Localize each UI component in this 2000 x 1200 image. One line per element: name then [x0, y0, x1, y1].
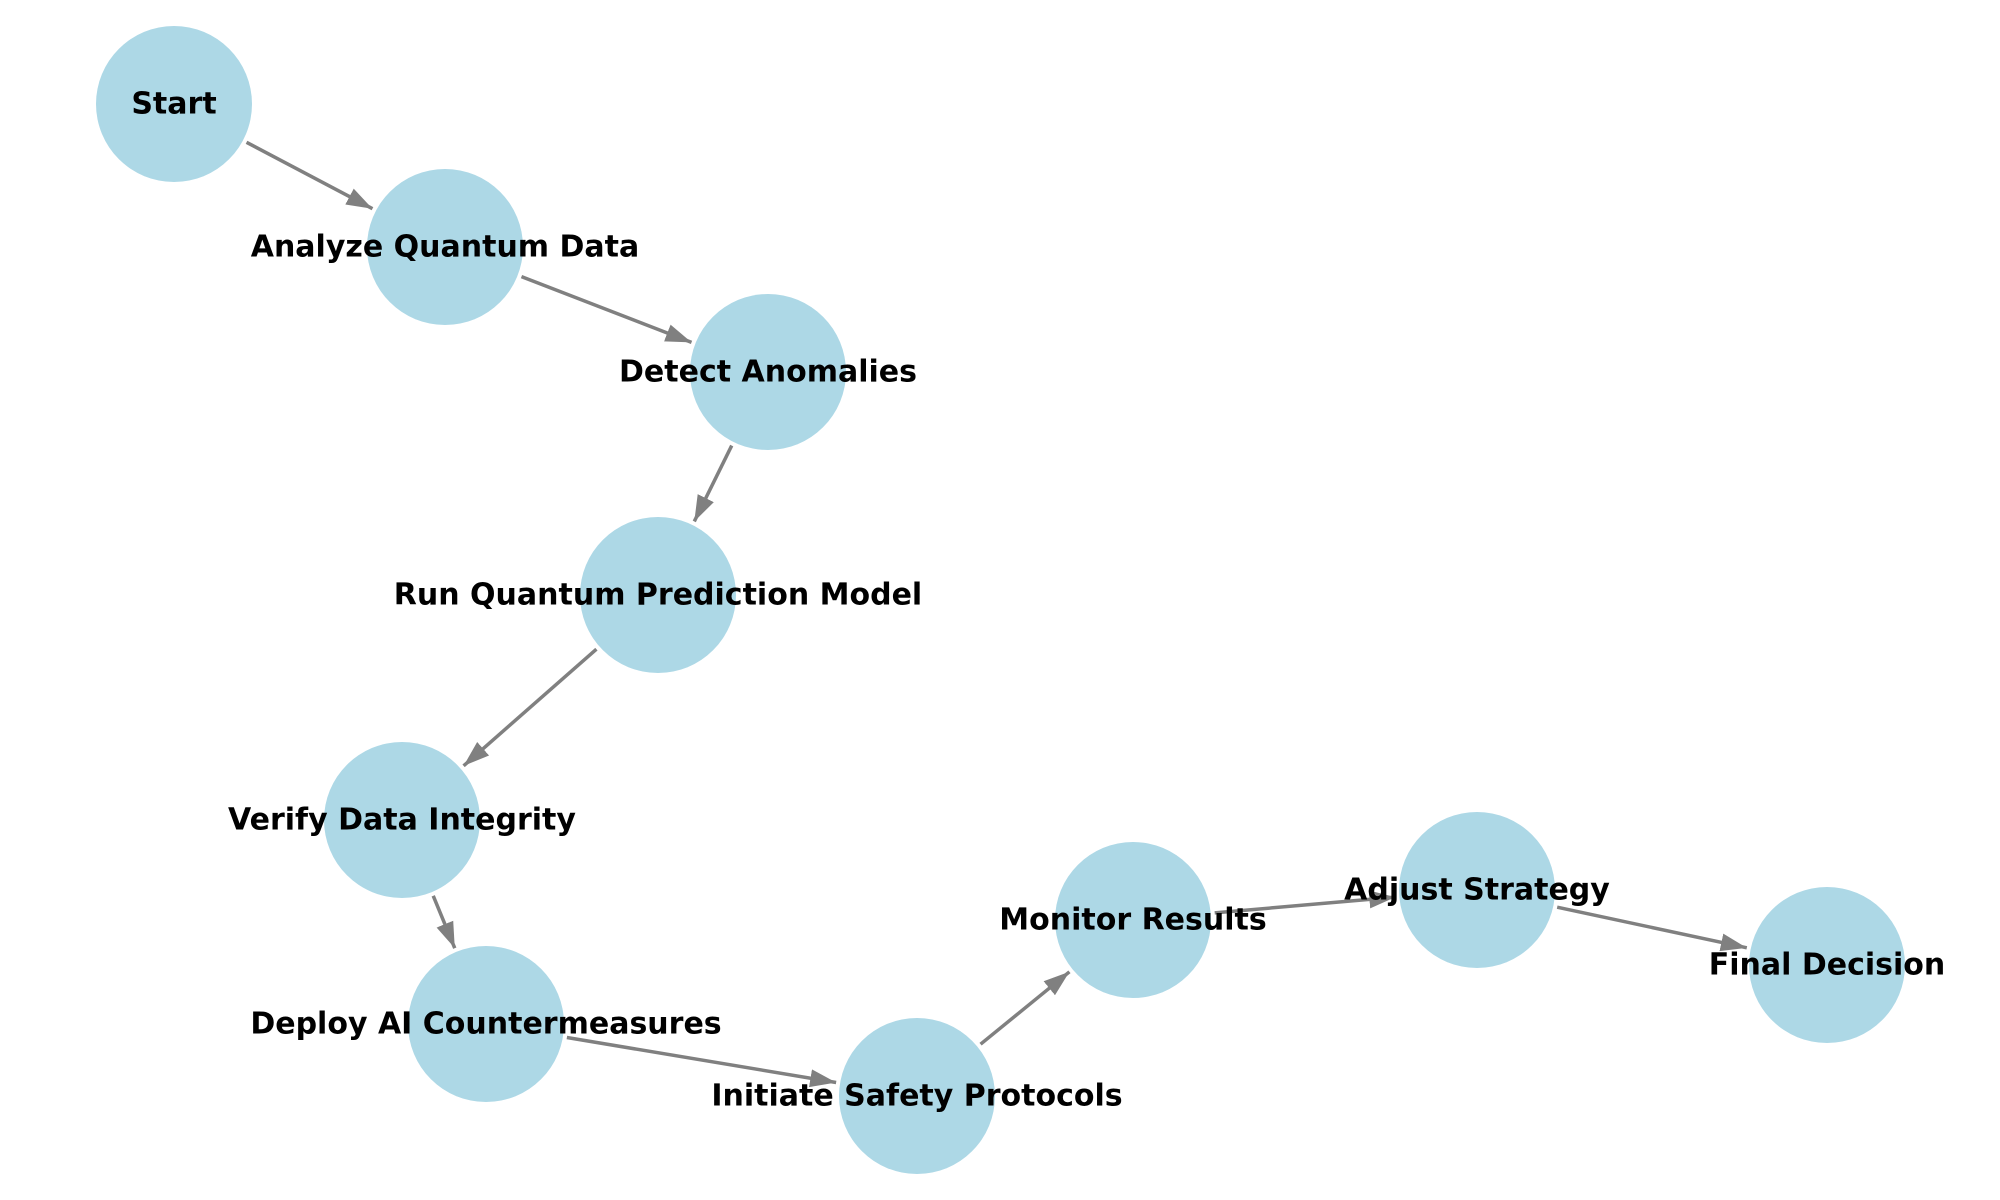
edge-analyze-quantum-data-to-detect-anomalies: [520, 274, 693, 345]
edge-deploy-ai-countermeasures-to-initiate-safety-protocols: [566, 1035, 837, 1088]
node-initiate-safety-protocols: [839, 1018, 995, 1174]
edge-verify-data-integrity-to-deploy-ai-countermeasures: [431, 895, 457, 949]
node-verify-data-integrity: [324, 742, 480, 898]
edge-start-to-analyze-quantum-data: [245, 140, 374, 211]
node-adjust-strategy: [1399, 812, 1555, 968]
node-start: [96, 26, 252, 182]
edge-initiate-safety-protocols-to-monitor-results: [979, 970, 1071, 1046]
node-analyze-quantum-data: [367, 169, 523, 325]
node-final-decision: [1749, 887, 1905, 1043]
node-detect-anomalies: [690, 294, 846, 450]
edge-run-quantum-prediction-model-to-verify-data-integrity: [462, 647, 598, 768]
node-monitor-results: [1055, 842, 1211, 998]
node-run-quantum-prediction-model: [580, 517, 736, 673]
edge-adjust-strategy-to-final-decision: [1556, 905, 1748, 952]
node-deploy-ai-countermeasures: [408, 946, 564, 1102]
edge-detect-anomalies-to-run-quantum-prediction-model: [692, 444, 734, 523]
edge-monitor-results-to-adjust-strategy: [1214, 890, 1396, 915]
